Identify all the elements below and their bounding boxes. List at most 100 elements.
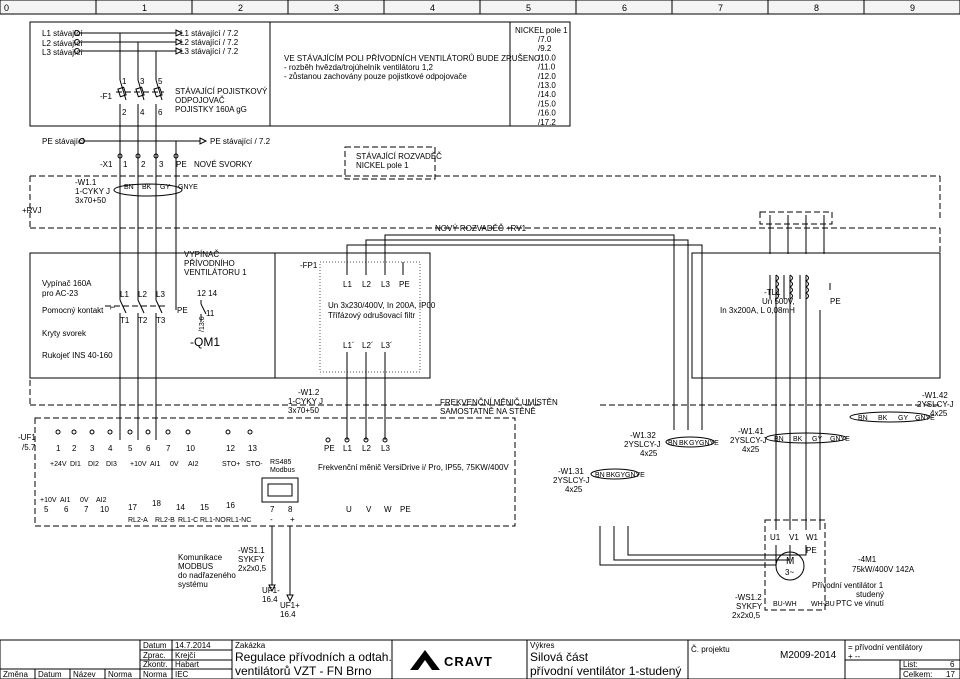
fuse-pin-3: 3 xyxy=(140,77,145,86)
w142-core-gy: GY xyxy=(898,415,908,422)
rev-name: Název xyxy=(73,670,96,679)
w131-type: 2YSLCY-J xyxy=(553,476,590,485)
ws11-tag: -WS1.1 xyxy=(238,546,265,555)
qm1-desc-1: Vypínač 160A xyxy=(42,279,92,288)
tb-date: 14.7.2014 xyxy=(175,641,211,650)
fuse-note-2: ODPOJOVAČ xyxy=(175,96,225,105)
comm-pin-7: 7 xyxy=(270,505,275,514)
nickel-title: NICKEL pole 1 xyxy=(515,26,568,35)
qm1-aux-bottom: 11 xyxy=(206,309,215,318)
nickel-ref-0: /7.0 xyxy=(538,35,552,44)
w132-core-gy: GY xyxy=(689,440,699,447)
fp1-tag: -FP1 xyxy=(300,261,318,270)
choke-tl1: -TL1 Un 500V, In 3x200A, L 0,08mH PE xyxy=(691,211,941,379)
ws11-type: SYKFY xyxy=(238,555,265,564)
nickel-refs: NICKEL pole 1 /7.0/9.2/10.0/11.0/12.0/13… xyxy=(509,21,571,127)
w141-size: 4x25 xyxy=(742,445,760,454)
nickel-ref-7: /15.0 xyxy=(538,99,556,108)
fuse-note-3: POJISTKY 160A gG xyxy=(175,105,247,114)
w11-tag: -W1.1 xyxy=(75,178,97,187)
pe-ref: PE stávající / 7.2 xyxy=(210,137,271,146)
vfd-signal-0: +24V xyxy=(50,461,67,468)
column-2: 2 xyxy=(238,3,243,13)
tb-order-2: ventilátorů VZT - FN Brno xyxy=(235,664,372,678)
motor-4m1: U1 V1 W1 PE M 3~ -4M1 75kW/400V 142A Pří… xyxy=(732,519,915,620)
w142-tag: -W1.42 xyxy=(922,391,948,400)
cable-w1-1: +RVJ -W1.1 1-CYKY J 3x70+50 BN BK GY GNY… xyxy=(22,175,941,228)
w12-tag: -W1.2 xyxy=(298,388,320,397)
relay-pin-16: 16 xyxy=(226,501,235,510)
tb-checked-label: Zkontr. xyxy=(143,660,167,669)
w11-core-bk: BK xyxy=(142,184,152,191)
vfd-ai-pin-6: 6 xyxy=(64,505,69,514)
nickel-ref-6: /14.0 xyxy=(538,90,556,99)
rev-change: Změna xyxy=(3,670,28,679)
fuse-pin-4: 4 xyxy=(140,108,145,117)
note-line-1: VE STÁVAJÍCÍM POLI PŘÍVODNÍCH VENTILÁTOR… xyxy=(284,54,542,63)
tl1-tag: -TL1 xyxy=(764,288,781,297)
w132-core-bn: BN xyxy=(668,440,678,447)
removal-note: VE STÁVAJÍCÍM POLI PŘÍVODNÍCH VENTILÁTOR… xyxy=(269,21,542,127)
nickel-ref-5: /13.0 xyxy=(538,81,556,90)
cable-w1-2: -W1.2 1-CYKY J 3x70+50 FREKVENČNÍ MĚNIČ … xyxy=(29,380,558,416)
w11-core-gy: GY xyxy=(160,184,170,191)
vfd-out-pe: PE xyxy=(400,505,411,514)
note-line-3: - zůstanou zachovány pouze pojistkové od… xyxy=(284,72,467,81)
tb-function: = přívodní ventilátory xyxy=(848,643,922,652)
column-9: 9 xyxy=(910,3,915,13)
column-4: 4 xyxy=(430,3,435,13)
qm1-desc-4: Kryty svorek xyxy=(42,329,87,338)
motor-cables: -W1.31 2YSLCY-J 4x25 BN BK GY GNYE -W1.3… xyxy=(553,275,954,566)
motor-pin-u1: U1 xyxy=(770,533,781,542)
rev-norm: Norma xyxy=(108,670,133,679)
vfd-out-w: W xyxy=(384,505,392,514)
vfd-signal-3: DI3 xyxy=(106,461,117,468)
w142-core-bk: BK xyxy=(878,415,888,422)
pe-line: PE stávající PE stávající / 7.2 xyxy=(42,137,271,155)
relay-rl1-nc: RL1-NC xyxy=(226,517,251,524)
vfd-out-u: U xyxy=(346,505,352,514)
ws12-size: 2x2x0,5 xyxy=(732,611,761,620)
supply-ref-l3: L3 stávající / 7.2 xyxy=(180,47,239,56)
vfd-signal-2: DI2 xyxy=(88,461,99,468)
new-panel-label: NOVÝ ROZVADĚČ +RV1 xyxy=(435,224,527,233)
qm1-aux-ref: /13.6 xyxy=(199,316,206,332)
supply-l1: L1 stávající xyxy=(42,29,83,38)
tb-project: M2009-2014 xyxy=(780,650,837,661)
w132-tag: -W1.32 xyxy=(630,431,656,440)
qm1-title-3: VENTILÁTORU 1 xyxy=(184,268,247,277)
vfd-ai-3: AI2 xyxy=(96,497,107,504)
w141-core-bk: BK xyxy=(793,436,803,443)
fp1-desc-1: Un 3x230/400V, In 200A, IP00 xyxy=(328,301,436,310)
w142-type: 2YSLCY-J xyxy=(917,400,954,409)
qm1-desc-2: pro AC-23 xyxy=(42,289,79,298)
w141-type: 2YSLCY-J xyxy=(730,436,767,445)
supply-l3: L3 stávající xyxy=(42,48,83,57)
qm1-l3: L3 xyxy=(156,290,165,299)
title-block: Změna Datum Název Norma Datum 14.7.2014 … xyxy=(0,639,960,679)
vfd-term-7: 7 xyxy=(166,444,171,453)
qm1-aux-top: 12 14 xyxy=(197,289,218,298)
motor-symbol: M xyxy=(786,556,794,567)
vfd-ai-pin-7: 7 xyxy=(84,505,89,514)
supply-ref-l1: L1 stávající / 7.2 xyxy=(180,29,239,38)
column-3: 3 xyxy=(334,3,339,13)
column-7: 7 xyxy=(718,3,723,13)
terminal-tag: -X1 xyxy=(100,160,113,169)
qm1-t3: T3 xyxy=(156,316,166,325)
w11-core-bn: BN xyxy=(124,184,134,191)
modbus-comm: Komunikace MODBUS do nadřazeného systému… xyxy=(178,526,300,619)
x1-pin-2: 2 xyxy=(141,160,146,169)
existing-supply: L1 stávající L2 stávající L3 stávající L… xyxy=(29,21,271,127)
modbus-note-3: do nadřazeného xyxy=(178,571,236,580)
tb-location: + -- xyxy=(848,652,861,661)
vfd-term-4: 4 xyxy=(108,444,113,453)
motor-desc-3: PTC ve vinutí xyxy=(836,599,885,608)
fp1-pe: PE xyxy=(399,280,410,289)
terminal-block-x1: -X1 1 2 3 PE NOVÉ SVORKY STÁVAJÍCÍ ROZVA… xyxy=(100,126,442,310)
tb-date-label: Datum xyxy=(143,641,167,650)
tb-order-1: Regulace přívodních a odtah. xyxy=(235,650,392,664)
vfd-desc: Frekvenční měnič VersiDrive i/ Pro, IP55… xyxy=(318,463,509,472)
